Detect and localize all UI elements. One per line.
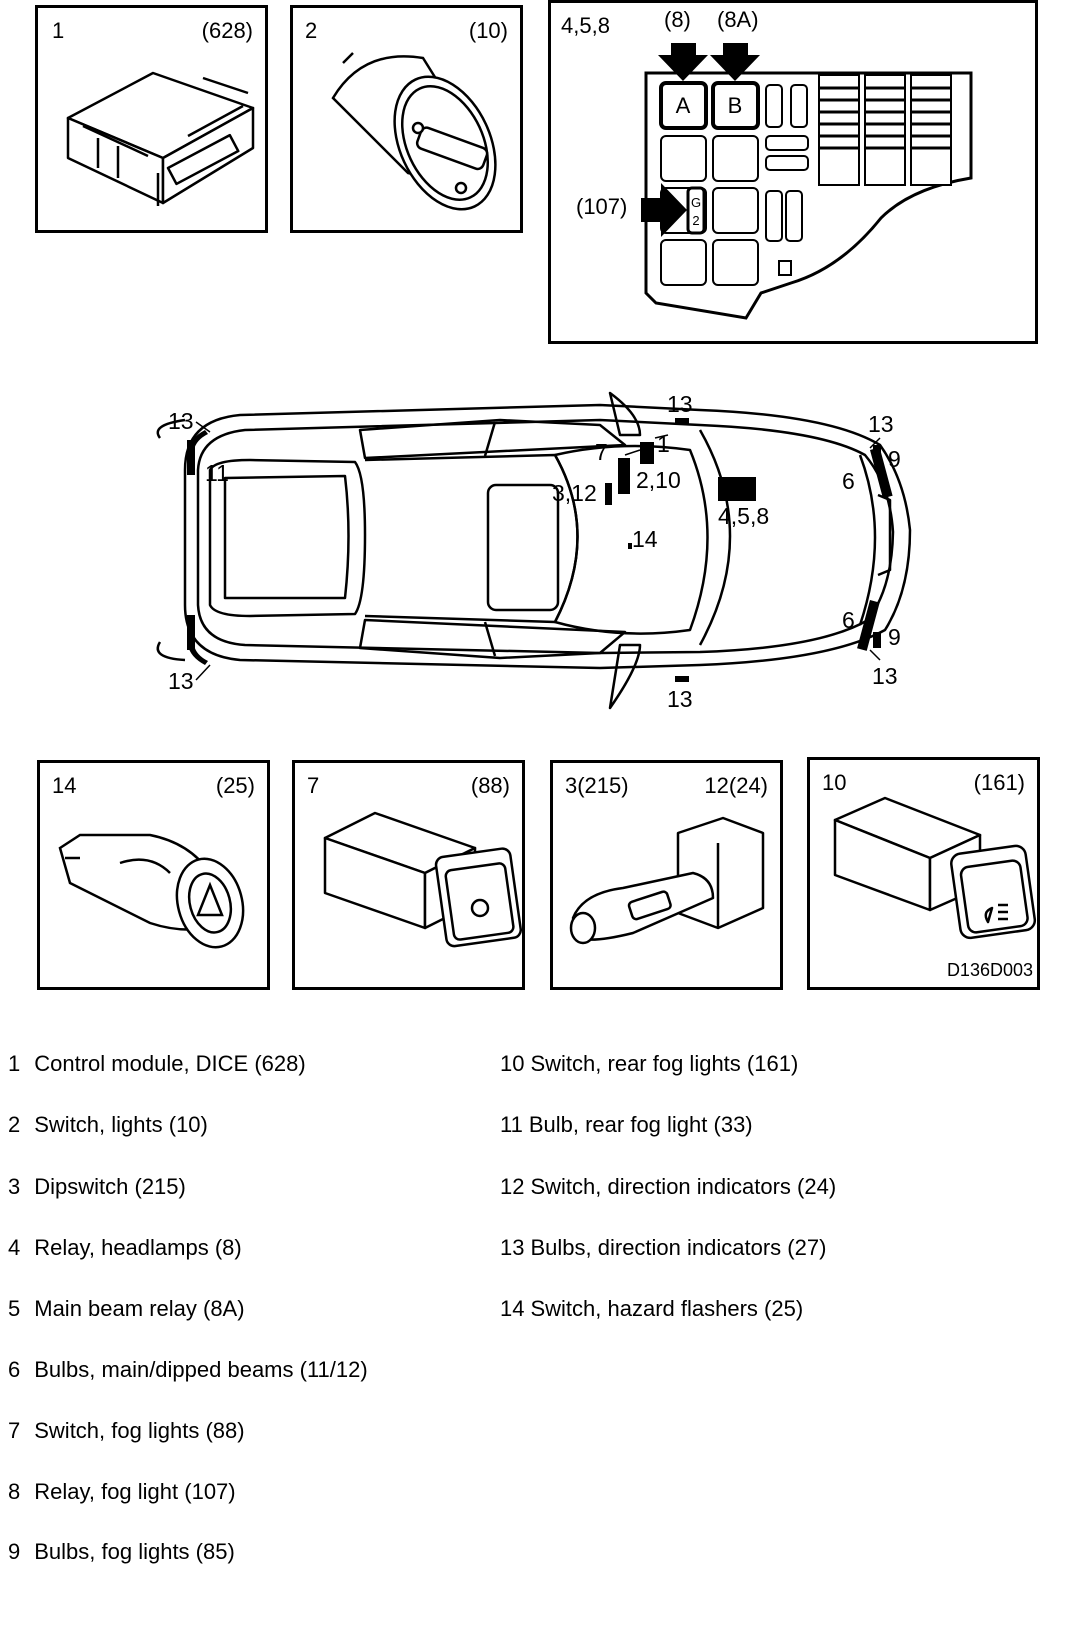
arrow-down-icon bbox=[710, 43, 760, 81]
legend-number: 11 bbox=[500, 1112, 523, 1137]
callout-9: 9 bbox=[888, 624, 901, 650]
panel-hazard-switch: 14 (25) bbox=[37, 760, 270, 990]
relay-g-bottom: 2 bbox=[692, 213, 699, 228]
car-top-view bbox=[156, 391, 912, 710]
legend-text: Control module, DICE (628) bbox=[34, 1051, 306, 1076]
callout-13: 13 bbox=[868, 411, 894, 437]
panel-number: 14 bbox=[52, 773, 77, 798]
callout-1: 1 bbox=[657, 431, 670, 457]
dipswitch-illustration bbox=[569, 816, 765, 945]
panel-code: (628) bbox=[201, 18, 253, 43]
drawing-code: D136D003 bbox=[946, 960, 1033, 980]
legend-item: 8 Relay, fog light (107) bbox=[8, 1480, 236, 1504]
legend-number: 12 bbox=[500, 1174, 525, 1199]
fusebox-number: 4,5,8 bbox=[561, 13, 610, 38]
legend-number: 1 bbox=[8, 1051, 21, 1076]
legend-text: Relay, headlamps (8) bbox=[34, 1235, 242, 1260]
legend-text: Switch, fog lights (88) bbox=[34, 1418, 245, 1443]
rear-fog-switch-illustration bbox=[833, 796, 1037, 940]
panel-code: (88) bbox=[470, 773, 510, 798]
legend-text: Switch, lights (10) bbox=[34, 1112, 208, 1137]
legend-item: 9 Bulbs, fog lights (85) bbox=[8, 1540, 235, 1564]
legend-text: Switch, hazard flashers (25) bbox=[530, 1296, 804, 1321]
panel-number: 10 bbox=[822, 770, 847, 795]
callout-6: 6 bbox=[842, 468, 855, 494]
callout-3-12: 3,12 bbox=[552, 480, 597, 506]
arrow-label-107: (107) bbox=[576, 194, 628, 219]
relay-a-label: A bbox=[676, 93, 691, 118]
legend-number: 14 bbox=[500, 1296, 525, 1321]
legend-number: 7 bbox=[8, 1418, 21, 1443]
legend-text: Bulbs, direction indicators (27) bbox=[530, 1235, 827, 1260]
panel-light-switch: 2 (10) bbox=[290, 5, 523, 233]
callout-4-5-8: 4,5,8 bbox=[718, 503, 770, 529]
callout-6: 6 bbox=[842, 607, 855, 633]
panel-number: 7 bbox=[307, 773, 320, 798]
panel-number: 1 bbox=[52, 18, 65, 43]
legend-item: 1 Control module, DICE (628) bbox=[8, 1052, 306, 1076]
relay-g-top: G bbox=[691, 195, 701, 210]
callout-13: 13 bbox=[168, 668, 194, 694]
fusebox-illustration: A B G 2 bbox=[641, 43, 973, 320]
legend-text: Main beam relay (8A) bbox=[34, 1296, 245, 1321]
legend-number: 6 bbox=[8, 1357, 21, 1382]
legend-item: 5 Main beam relay (8A) bbox=[8, 1297, 245, 1321]
panel-dipswitch: 3(215) 12(24) bbox=[550, 760, 783, 990]
legend-text: Switch, rear fog lights (161) bbox=[530, 1051, 799, 1076]
panel-fog-switch: 7 (88) bbox=[292, 760, 525, 990]
legend-text: Relay, fog light (107) bbox=[34, 1479, 236, 1504]
arrow-right-icon bbox=[641, 183, 687, 237]
callout-13: 13 bbox=[872, 663, 898, 689]
panel-number: 2 bbox=[305, 18, 318, 43]
callout-13: 13 bbox=[168, 408, 194, 434]
legend-number: 2 bbox=[8, 1112, 21, 1137]
legend-item: 7 Switch, fog lights (88) bbox=[8, 1419, 245, 1443]
legend-text: Switch, direction indicators (24) bbox=[530, 1174, 837, 1199]
panel-rear-fog-switch: 10 (161) D136D003 bbox=[807, 757, 1040, 990]
panel-number: 3(215) bbox=[565, 773, 629, 798]
legend-item: 2 Switch, lights (10) bbox=[8, 1113, 208, 1137]
panel-code: (10) bbox=[468, 18, 508, 43]
legend-text: Dipswitch (215) bbox=[34, 1174, 186, 1199]
callout-13: 13 bbox=[667, 391, 693, 417]
callout-2-10: 2,10 bbox=[636, 467, 681, 493]
control-module-illustration bbox=[66, 71, 255, 206]
callout-11: 11 bbox=[205, 460, 229, 486]
legend-number: 9 bbox=[8, 1539, 21, 1564]
arrow-down-icon bbox=[658, 43, 708, 81]
legend-text: Bulbs, fog lights (85) bbox=[34, 1539, 235, 1564]
panel-code: (161) bbox=[973, 770, 1025, 795]
legend-number: 3 bbox=[8, 1174, 21, 1199]
legend-number: 8 bbox=[8, 1479, 21, 1504]
legend-text: Bulb, rear fog light (33) bbox=[528, 1112, 753, 1137]
arrow-label-8a: (8A) bbox=[717, 7, 759, 32]
panel-code: (25) bbox=[215, 773, 255, 798]
legend-item: 6 Bulbs, main/dipped beams (11/12) bbox=[8, 1358, 368, 1382]
legend-number: 10 bbox=[500, 1051, 525, 1076]
legend-number: 4 bbox=[8, 1235, 21, 1260]
panel-fusebox: 4,5,8 (8) (8A) (107) A B G 2 bbox=[548, 0, 1038, 344]
legend-number: 5 bbox=[8, 1296, 21, 1321]
hazard-switch-illustration bbox=[58, 833, 245, 949]
callout-9: 9 bbox=[888, 446, 901, 472]
legend-item: 4 Relay, headlamps (8) bbox=[8, 1236, 242, 1260]
legend-item: 3 Dipswitch (215) bbox=[8, 1175, 186, 1199]
panel-code: 12(24) bbox=[704, 773, 768, 798]
callout-13: 13 bbox=[667, 686, 693, 712]
panel-control-module: 1 (628) bbox=[35, 5, 268, 233]
fog-switch-illustration bbox=[323, 811, 522, 948]
relay-b-label: B bbox=[728, 93, 743, 118]
arrow-label-8: (8) bbox=[664, 7, 691, 32]
legend-number: 13 bbox=[500, 1235, 525, 1260]
callout-7: 7 bbox=[595, 439, 608, 465]
callout-14: 14 bbox=[632, 526, 658, 552]
legend-text: Bulbs, main/dipped beams (11/12) bbox=[34, 1357, 368, 1382]
light-switch-illustration bbox=[331, 52, 497, 211]
